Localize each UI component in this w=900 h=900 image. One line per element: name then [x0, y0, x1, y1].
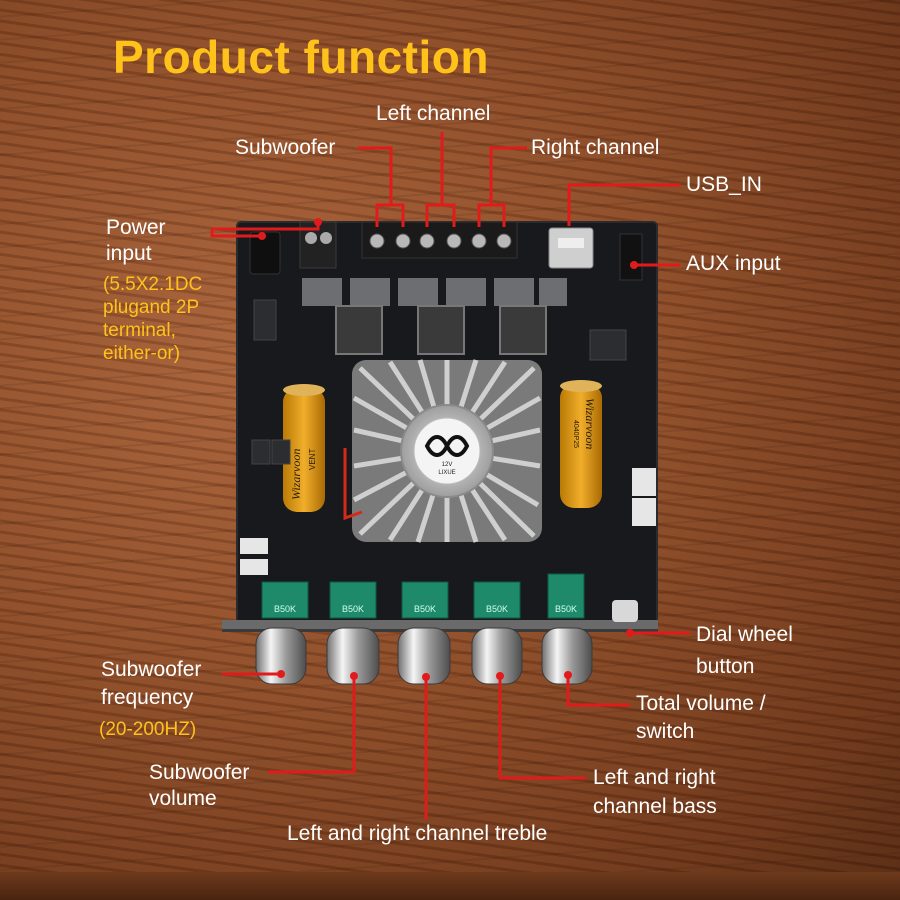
- pot-label-2: B50K: [342, 604, 364, 614]
- label-power-line1: Power: [106, 216, 166, 239]
- front-plate: [222, 620, 658, 630]
- dial-wheel: [612, 600, 638, 622]
- label-total-volume-line2: switch: [636, 720, 695, 743]
- label-sub-volume-line2: volume: [149, 787, 217, 810]
- capacitor-left-vent: VENT: [308, 449, 317, 470]
- leader-dots: [258, 218, 638, 681]
- label-dial-wheel-line2: button: [696, 655, 755, 678]
- label-sub-frequency-line2: frequency: [101, 686, 194, 709]
- label-dial-wheel-line1: Dial wheel: [696, 623, 793, 646]
- label-sub-volume-line1: Subwoofer: [149, 761, 250, 784]
- leader-lines: [210, 132, 690, 820]
- label-sub-frequency-line1: Subwoofer: [101, 658, 202, 681]
- pot-label-5: B50K: [555, 604, 577, 614]
- logo-voltage-text: 12V: [442, 462, 453, 468]
- pot-label-4: B50K: [486, 604, 508, 614]
- capacitor-right-brand: Wizarvoon: [583, 398, 597, 449]
- page-title: Product function: [113, 31, 489, 83]
- label-power-line2: input: [106, 242, 152, 265]
- pot-label-1: B50K: [274, 604, 296, 614]
- label-bass-line1: Left and right: [593, 766, 716, 789]
- logo-brand-text: LIXUE: [438, 470, 455, 476]
- heatsink: [352, 359, 542, 543]
- power-note-line3: terminal,: [103, 320, 176, 341]
- label-bass-line2: channel bass: [593, 795, 717, 818]
- pot-label-3: B50K: [414, 604, 436, 614]
- dc-jack: [249, 231, 281, 275]
- label-right-channel: Right channel: [531, 136, 660, 159]
- capacitor-right-rating: 4040P25: [572, 420, 579, 448]
- power-note-line2: plugand 2P: [103, 297, 200, 318]
- label-usb-in: USB_IN: [686, 173, 762, 196]
- brand-logo-badge: [413, 417, 481, 485]
- label-total-volume-line1: Total volume /: [636, 692, 766, 715]
- label-treble: Left and right channel treble: [287, 822, 548, 845]
- label-aux-input: AUX input: [686, 252, 781, 275]
- sub-frequency-note: (20-200HZ): [99, 719, 197, 740]
- label-subwoofer: Subwoofer: [235, 136, 336, 159]
- power-note-line1: (5.5X2.1DC: [103, 274, 203, 295]
- speaker-terminal-block: [361, 221, 518, 259]
- capacitor-right: [560, 380, 602, 508]
- capacitor-left: [283, 384, 325, 512]
- power-note-line4: either-or): [103, 343, 181, 364]
- capacitor-left-brand: Wizarvoon: [289, 449, 303, 500]
- aux-jack: [619, 233, 643, 281]
- table-edge: [0, 872, 900, 900]
- knobs: [255, 627, 593, 685]
- label-left-channel: Left channel: [376, 102, 491, 125]
